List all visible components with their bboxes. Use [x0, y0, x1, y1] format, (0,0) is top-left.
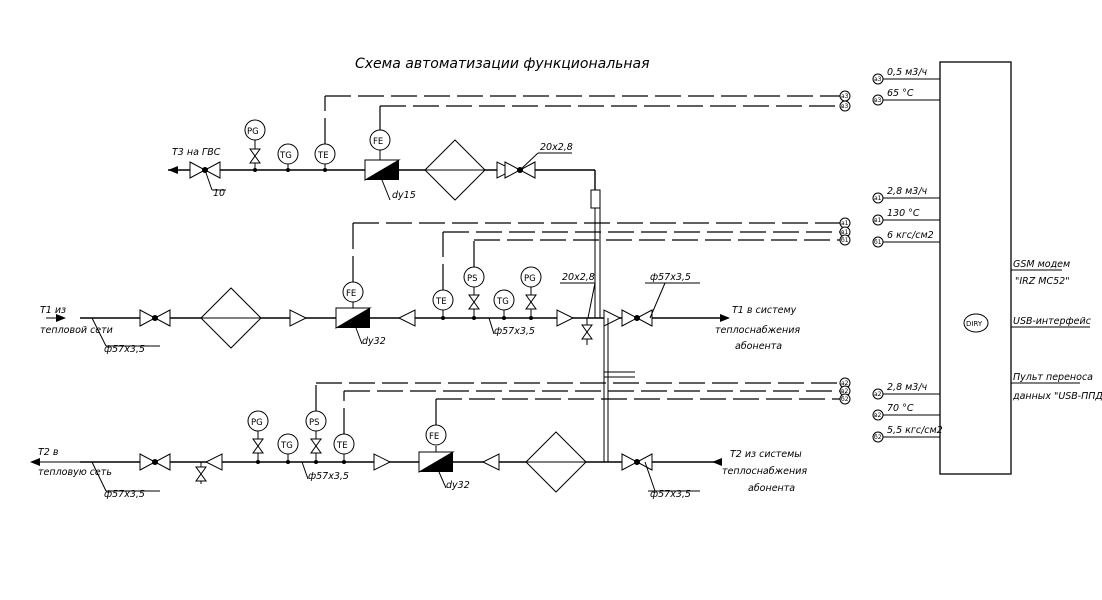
- svg-text:б1: б1: [874, 239, 882, 246]
- svg-text:TG: TG: [280, 441, 293, 451]
- svg-text:в3: в3: [874, 97, 882, 104]
- svg-text:a2: a2: [841, 380, 849, 387]
- pipe-t1: Т1 из тепловой сети ф57х3,5 FE dy32 TE P…: [40, 266, 800, 355]
- svg-text:10: 10: [213, 188, 225, 199]
- svg-text:б1: б1: [841, 237, 849, 244]
- svg-text:a3: a3: [874, 76, 882, 83]
- usb-interface-label: USB-интерфейс: [1013, 316, 1092, 327]
- svg-text:dy32: dy32: [446, 480, 470, 491]
- svg-text:20x2,8: 20x2,8: [562, 272, 595, 283]
- diagram-title: Схема автоматизации функциональная: [355, 56, 650, 72]
- svg-text:a3: a3: [841, 93, 849, 100]
- svg-text:в2: в2: [841, 388, 849, 395]
- svg-text:теплоснабжения: теплоснабжения: [715, 325, 800, 336]
- signal-lines: [315, 95, 840, 434]
- ps-instrument: PS: [467, 274, 478, 284]
- svg-text:130 °С: 130 °С: [887, 208, 920, 219]
- svg-text:FE: FE: [429, 432, 439, 442]
- svg-text:TE: TE: [336, 441, 348, 451]
- svg-text:ф57х3,5: ф57х3,5: [494, 326, 535, 337]
- svg-text:Т1 в систему: Т1 в систему: [732, 305, 797, 316]
- pipe-t3: Т3 на ГВС 10 PG TG TE FE dy15 20x2,8: [168, 119, 601, 209]
- svg-text:Т2 из системы: Т2 из системы: [730, 449, 802, 460]
- svg-text:dy32: dy32: [362, 336, 386, 347]
- svg-text:тепловую сеть: тепловую сеть: [38, 467, 112, 478]
- svg-text:2,8 м3/ч: 2,8 м3/ч: [887, 382, 928, 393]
- svg-text:в3: в3: [841, 103, 849, 110]
- tg-instrument: TG: [279, 151, 292, 161]
- svg-text:TE: TE: [435, 297, 447, 307]
- svg-text:FE: FE: [346, 289, 356, 299]
- svg-text:5,5 кгс/см2: 5,5 кгс/см2: [887, 425, 943, 436]
- te-instrument: TE: [317, 151, 329, 161]
- svg-text:в1: в1: [841, 229, 849, 236]
- gsm-modem-label: GSM модем: [1013, 259, 1070, 270]
- svg-text:абонента: абонента: [748, 483, 795, 494]
- svg-text:ф57х3,5: ф57х3,5: [308, 471, 349, 482]
- controller-label: DIRY: [966, 320, 983, 328]
- svg-text:ф57х3,5: ф57х3,5: [104, 344, 145, 355]
- svg-text:тепловой сети: тепловой сети: [40, 325, 113, 336]
- svg-text:a2: a2: [874, 391, 882, 398]
- svg-text:Т2 в: Т2 в: [38, 447, 59, 458]
- svg-text:ф57х3,5: ф57х3,5: [650, 272, 691, 283]
- remote-panel-label: Пульт переноса: [1013, 372, 1093, 383]
- svg-text:0,5 м3/ч: 0,5 м3/ч: [887, 67, 928, 78]
- svg-text:б2: б2: [874, 434, 882, 441]
- bypass-connector: [594, 208, 635, 462]
- svg-text:a1: a1: [841, 220, 849, 227]
- fe-instrument: FE: [373, 137, 383, 147]
- svg-text:Т1 из: Т1 из: [40, 305, 66, 316]
- svg-text:б2: б2: [841, 396, 849, 403]
- svg-text:PS: PS: [309, 418, 320, 428]
- svg-text:20x2,8: 20x2,8: [540, 142, 573, 153]
- pg-instrument: PG: [247, 127, 259, 137]
- svg-text:TG: TG: [496, 297, 509, 307]
- svg-text:абонента: абонента: [735, 341, 782, 352]
- svg-text:65 °С: 65 °С: [887, 88, 914, 99]
- svg-text:"IRZ MC52": "IRZ MC52": [1015, 276, 1070, 287]
- svg-text:PG: PG: [251, 418, 263, 428]
- svg-text:теплоснабжения: теплоснабжения: [722, 466, 807, 477]
- signal-tags: a3 в3 a1 в1 б1 a2 в2 б2: [839, 90, 851, 405]
- svg-text:ф57х3,5: ф57х3,5: [104, 489, 145, 500]
- svg-text:2,8 м3/ч: 2,8 м3/ч: [887, 186, 928, 197]
- svg-text:70 °С: 70 °С: [887, 403, 914, 414]
- svg-text:PG: PG: [524, 274, 536, 284]
- svg-text:Т3 на ГВС: Т3 на ГВС: [172, 147, 221, 158]
- svg-text:данных "USB-ППД": данных "USB-ППД": [1012, 391, 1102, 402]
- svg-text:в1: в1: [874, 217, 882, 224]
- svg-text:6 кгс/см2: 6 кгс/см2: [887, 230, 934, 241]
- svg-text:dy15: dy15: [392, 190, 416, 201]
- svg-text:ф57х3,5: ф57х3,5: [650, 489, 691, 500]
- svg-text:a1: a1: [874, 195, 882, 202]
- controller-block: DIRY a3 0,5 м3/ч в3 65 °С a1 2,8 м3/ч в1…: [872, 61, 1102, 475]
- pipe-t2: Т2 в тепловую сеть ф57х3,5 PG TG PS TE ф…: [30, 410, 807, 500]
- svg-text:в2: в2: [874, 412, 882, 419]
